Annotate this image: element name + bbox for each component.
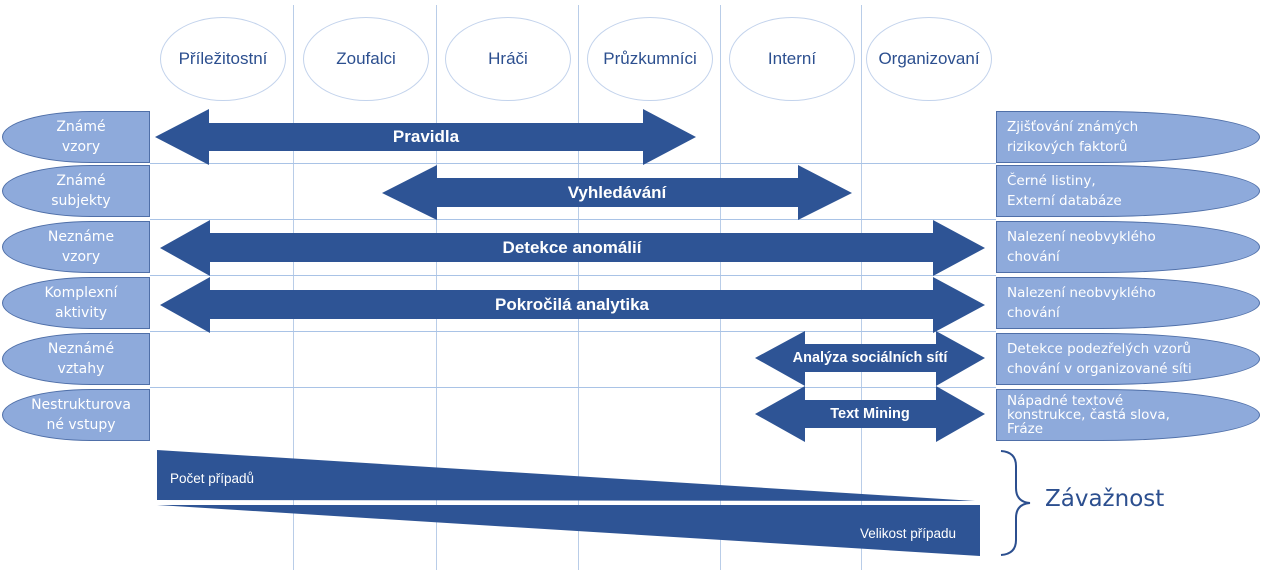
arrow-vyhledavani bbox=[382, 165, 852, 220]
profile-organizovani: Organizovaní bbox=[866, 17, 992, 101]
arrow-label-analyza-socialnich-siti: Analýza sociálních sítí bbox=[792, 350, 948, 366]
grid-vline bbox=[436, 5, 437, 570]
grid-vline bbox=[861, 5, 862, 570]
arrow-label-pokrocila-analytika: Pokročilá analytika bbox=[494, 295, 650, 314]
arrow-label-pravidla: Pravidla bbox=[392, 127, 460, 146]
arrow-label-vyhledavani: Vyhledávání bbox=[567, 183, 667, 202]
wedge-label-pocet-pripadu: Počet případů bbox=[170, 471, 255, 486]
profile-interni: Interní bbox=[729, 17, 855, 101]
grid-hline bbox=[150, 331, 996, 332]
grid-vline bbox=[578, 5, 579, 570]
arrow-label-text-mining: Text Mining bbox=[830, 406, 910, 422]
arrow-analyza-socialnich-siti bbox=[755, 331, 985, 386]
grid-hline bbox=[150, 387, 996, 388]
arrow-pravidla bbox=[155, 109, 696, 165]
wedge-label-velikost-pripadu: Velikost případu bbox=[860, 526, 957, 541]
grid-hline bbox=[150, 219, 996, 220]
profile-zoufalci: Zoufalci bbox=[303, 17, 429, 101]
wedge-velikost-pripadu bbox=[157, 505, 980, 556]
arrow-pokrocila-analytika bbox=[160, 277, 985, 333]
severity-label: Závažnost bbox=[1045, 486, 1165, 512]
grid-vline bbox=[293, 5, 294, 570]
arrow-detekce-anomalii bbox=[160, 220, 985, 276]
brace-icon bbox=[1000, 450, 1031, 556]
arrow-text-mining bbox=[755, 386, 985, 442]
grid-hline bbox=[150, 275, 996, 276]
arrow-label-detekce-anomalii: Detekce anomálií bbox=[502, 238, 642, 257]
profile-hraci: Hráči bbox=[445, 17, 571, 101]
grid-vline bbox=[720, 5, 721, 570]
outcome-label-cerne-listiny: Černé listiny,Externí databáze bbox=[996, 165, 1260, 217]
profile-prilezitostni: Příležitostní bbox=[160, 17, 286, 101]
profile-pruzkumnici: Průzkumníci bbox=[587, 17, 713, 101]
wedge-pocet-pripadu bbox=[157, 450, 975, 501]
grid-hline bbox=[150, 163, 996, 164]
